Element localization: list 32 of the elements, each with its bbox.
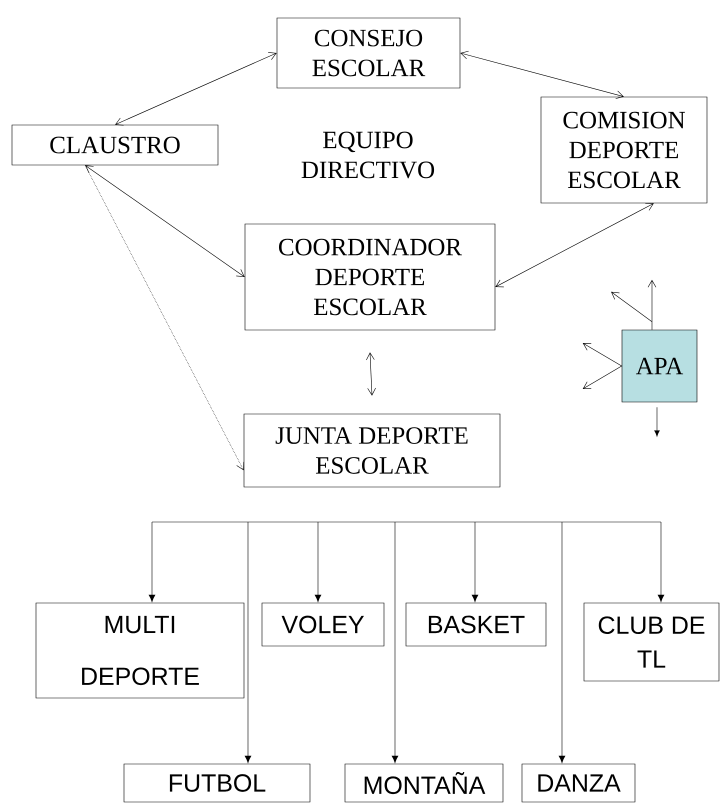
process-box: CONSEJO ESCOLAR [276,18,460,88]
process-box: VOLEY [262,602,384,646]
arrow [85,165,245,277]
free-text: EQUIPO DIRECTIVO [302,132,434,178]
process-box: BASKET [406,602,546,646]
arrow [658,522,664,602]
process-box: MULTI DEPORTE [36,602,244,698]
arrow [495,203,654,288]
arrow [244,522,252,763]
process-box: FUTBOL [124,764,310,802]
process-box: DANZA [522,764,636,802]
process-box: JUNTA DEPORTE ESCOLAR [244,414,500,488]
arrow [654,407,660,437]
arrow [314,522,322,602]
arrow [84,165,244,470]
arrow [558,522,566,763]
arrow [582,366,622,389]
arrow [392,522,398,763]
process-box: CLUB DE TL [584,602,720,682]
process-box: MONTAÑA [344,764,504,802]
arrow [148,522,156,602]
arrow [366,352,376,396]
arrow [611,292,652,322]
process-box: CLAUSTRO [12,124,218,166]
process-box: COMISION DEPORTE ESCOLAR [540,96,708,204]
arrow [115,52,277,126]
process-box: APA [622,330,698,402]
arrow [582,343,622,366]
arrow [472,522,478,602]
process-box: COORDINADOR DEPORTE ESCOLAR [244,224,496,330]
arrow [648,280,656,330]
arrow [460,50,624,99]
